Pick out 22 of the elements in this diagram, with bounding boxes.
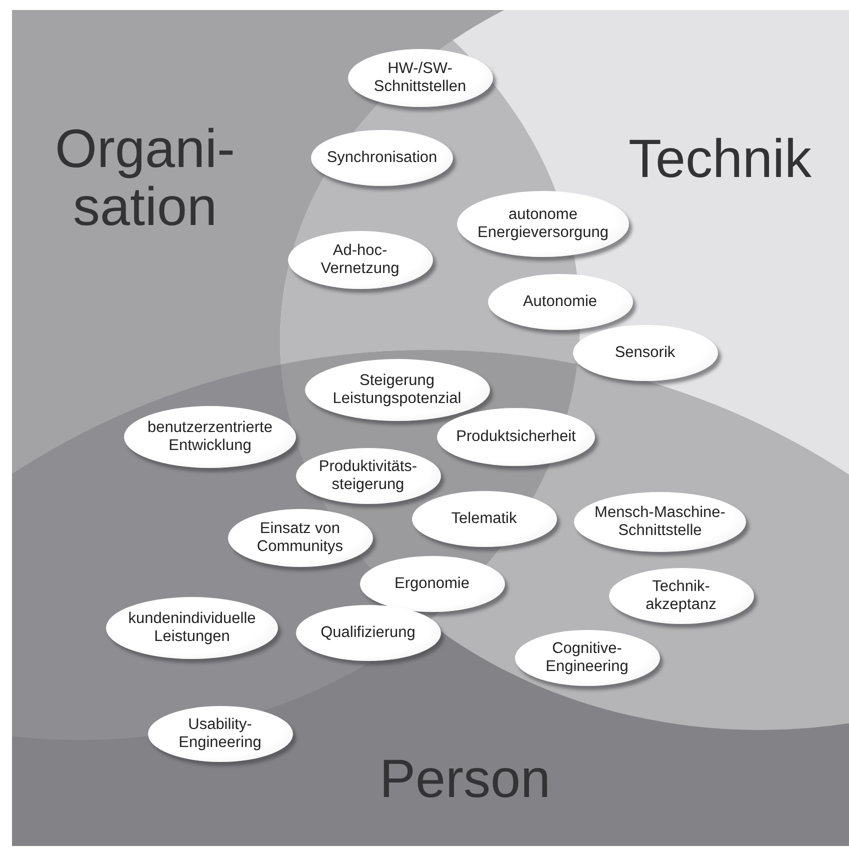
region-label: Organi- sation: [30, 120, 260, 236]
topic-label: Synchronisation: [326, 149, 438, 167]
topic-label: Mensch-Maschine- Schnittstelle: [594, 504, 726, 540]
region-label: Person: [330, 750, 600, 808]
topic-label: Technik- akzeptanz: [644, 578, 718, 614]
topic-label: Cognitive- Engineering: [544, 640, 630, 676]
topic-label: Ergonomie: [394, 575, 470, 593]
region-label: Technik: [600, 130, 840, 188]
topic-label: Ad-hoc- Vernetzung: [320, 242, 400, 278]
topic-label: Sensorik: [614, 344, 676, 362]
topic-label: Telematik: [451, 510, 517, 528]
topic-label: Einsatz von Communitys: [256, 520, 344, 556]
topic-label: autonome Energieversorgung: [476, 206, 610, 242]
topic-label: HW-/SW- Schnittstellen: [372, 60, 468, 96]
topic-label: Qualifizierung: [320, 624, 416, 642]
topic-label: Produktivitäts- steigerung: [318, 458, 418, 494]
topic-label: benutzerzentrierte Entwicklung: [146, 419, 274, 455]
topic-label: Autonomie: [522, 293, 598, 311]
topic-label: kundenindividuelle Leistungen: [127, 610, 257, 646]
topic-label: Steigerung Leistungspotenzial: [332, 372, 462, 408]
topic-label: Produktsicherheit: [456, 428, 576, 446]
topic-label: Usability- Engineering: [178, 716, 262, 752]
